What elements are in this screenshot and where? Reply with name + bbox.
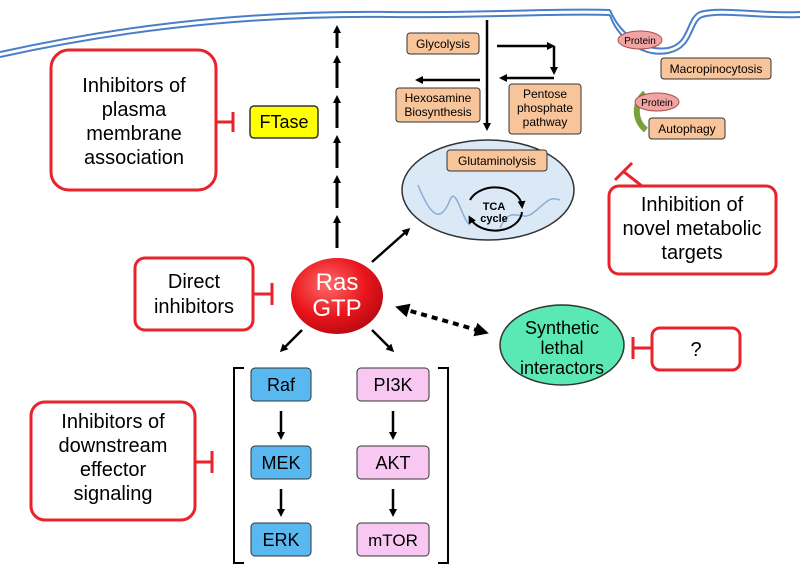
autophagy-box: Autophagy — [648, 117, 726, 140]
glycolysis-flow — [415, 20, 558, 131]
pentose-line-3: pathway — [523, 115, 568, 129]
pi3k-label: PI3K — [373, 375, 412, 395]
macropinocytosis-label: Macropinocytosis — [670, 62, 763, 76]
glutaminolysis-label: Glutaminolysis — [458, 154, 536, 168]
synthetic-lethal-line-3: interactors — [520, 358, 604, 378]
synthetic-lethal-arrow — [395, 303, 489, 337]
ras-to-raf-arrow — [279, 329, 303, 353]
glutaminolysis-box: Glutaminolysis — [446, 149, 548, 172]
direct-inhibitor-line-1: Direct — [168, 271, 221, 293]
metabolic-inhibition-bar — [613, 161, 643, 188]
synthetic-lethal-node: Synthetic lethal interactors — [499, 304, 625, 386]
akt-box: AKT — [356, 445, 430, 480]
glycolysis-label: Glycolysis — [416, 37, 470, 51]
ftase-label: FTase — [259, 112, 308, 132]
membrane-inhibitor-line-3: membrane — [86, 123, 182, 145]
mtor-label: mTOR — [368, 531, 418, 550]
pentose-phosphate-box: Pentose phosphate pathway — [508, 83, 582, 135]
mek-label: MEK — [261, 453, 300, 473]
metabolic-inhibitor-box: Inhibition of novel metabolic targets — [607, 184, 778, 276]
synthetic-lethal-line-1: Synthetic — [525, 318, 599, 338]
akt-label: AKT — [375, 453, 410, 473]
synthetic-lethal-inhibition-bar — [631, 337, 652, 359]
metabolic-inhibitor-line-1: Inhibition of — [641, 194, 744, 216]
macropinocytosis-box: Macropinocytosis — [660, 57, 772, 80]
raf-label: Raf — [267, 375, 296, 395]
mek-box: MEK — [250, 445, 312, 480]
membrane-inhibitor-box: Inhibitors of plasma membrane associatio… — [49, 48, 218, 192]
synthetic-lethal-line-2: lethal — [540, 338, 583, 358]
protein-blob-1: Protein — [617, 30, 663, 50]
erk-box: ERK — [250, 522, 312, 557]
downstream-inhibitor-line-4: signaling — [74, 483, 153, 505]
raf-box: Raf — [250, 367, 312, 402]
erk-label: ERK — [262, 530, 299, 550]
unknown-inhibitor-box: ? — [650, 326, 742, 372]
effector-brackets — [233, 367, 449, 564]
membrane-inhibitor-line-1: Inhibitors of — [82, 75, 186, 97]
ras-label: Ras — [316, 269, 359, 296]
pentose-line-1: Pentose — [523, 87, 567, 101]
direct-inhibitor-box: Direct inhibitors — [133, 256, 255, 332]
autophagy-label: Autophagy — [658, 122, 715, 136]
glycolysis-box: Glycolysis — [406, 32, 480, 55]
ras-gtp-node: Ras GTP — [291, 258, 383, 334]
downstream-inhibitor-line-3: effector — [80, 459, 147, 481]
protein-blob-2 — [634, 92, 680, 112]
hexosamine-box: Hexosamine Biosynthesis — [395, 87, 481, 123]
ftase-box: FTase — [249, 105, 319, 139]
downstream-inhibition-bar — [195, 451, 214, 473]
direct-inhibitor-line-2: inhibitors — [154, 296, 234, 318]
direct-inhibition-bar — [253, 283, 274, 305]
membrane-inhibitor-line-2: plasma — [102, 99, 167, 121]
tca-cycle: TCA cycle — [468, 186, 526, 232]
hexosamine-line-1: Hexosamine — [405, 91, 472, 105]
gtp-label: GTP — [312, 295, 361, 322]
downstream-inhibitor-box: Inhibitors of downstream effector signal… — [29, 400, 197, 522]
hexosamine-line-2: Biosynthesis — [404, 105, 471, 119]
mtor-box: mTOR — [356, 522, 430, 557]
downstream-inhibitor-line-2: downstream — [59, 435, 168, 457]
tca-label-1: TCA — [483, 201, 506, 213]
unknown-inhibitor-label: ? — [690, 339, 701, 361]
protein-label-1: Protein — [624, 36, 656, 47]
autophagosome: Protein — [633, 90, 680, 133]
metabolic-inhibitor-line-3: targets — [661, 242, 722, 264]
downstream-inhibitor-line-1: Inhibitors of — [61, 411, 165, 433]
membrane-inhibitor-line-4: association — [84, 147, 184, 169]
membrane-inhibition-bar — [216, 112, 235, 132]
tca-label-2: cycle — [480, 213, 508, 225]
protein-label-2: Protein — [641, 98, 673, 109]
ras-to-metabolism-arrow — [371, 228, 411, 263]
pentose-line-2: phosphate — [517, 101, 573, 115]
pi3k-box: PI3K — [356, 367, 430, 402]
ras-to-pi3k-arrow — [371, 329, 395, 353]
metabolic-inhibitor-line-2: novel metabolic — [623, 218, 762, 240]
